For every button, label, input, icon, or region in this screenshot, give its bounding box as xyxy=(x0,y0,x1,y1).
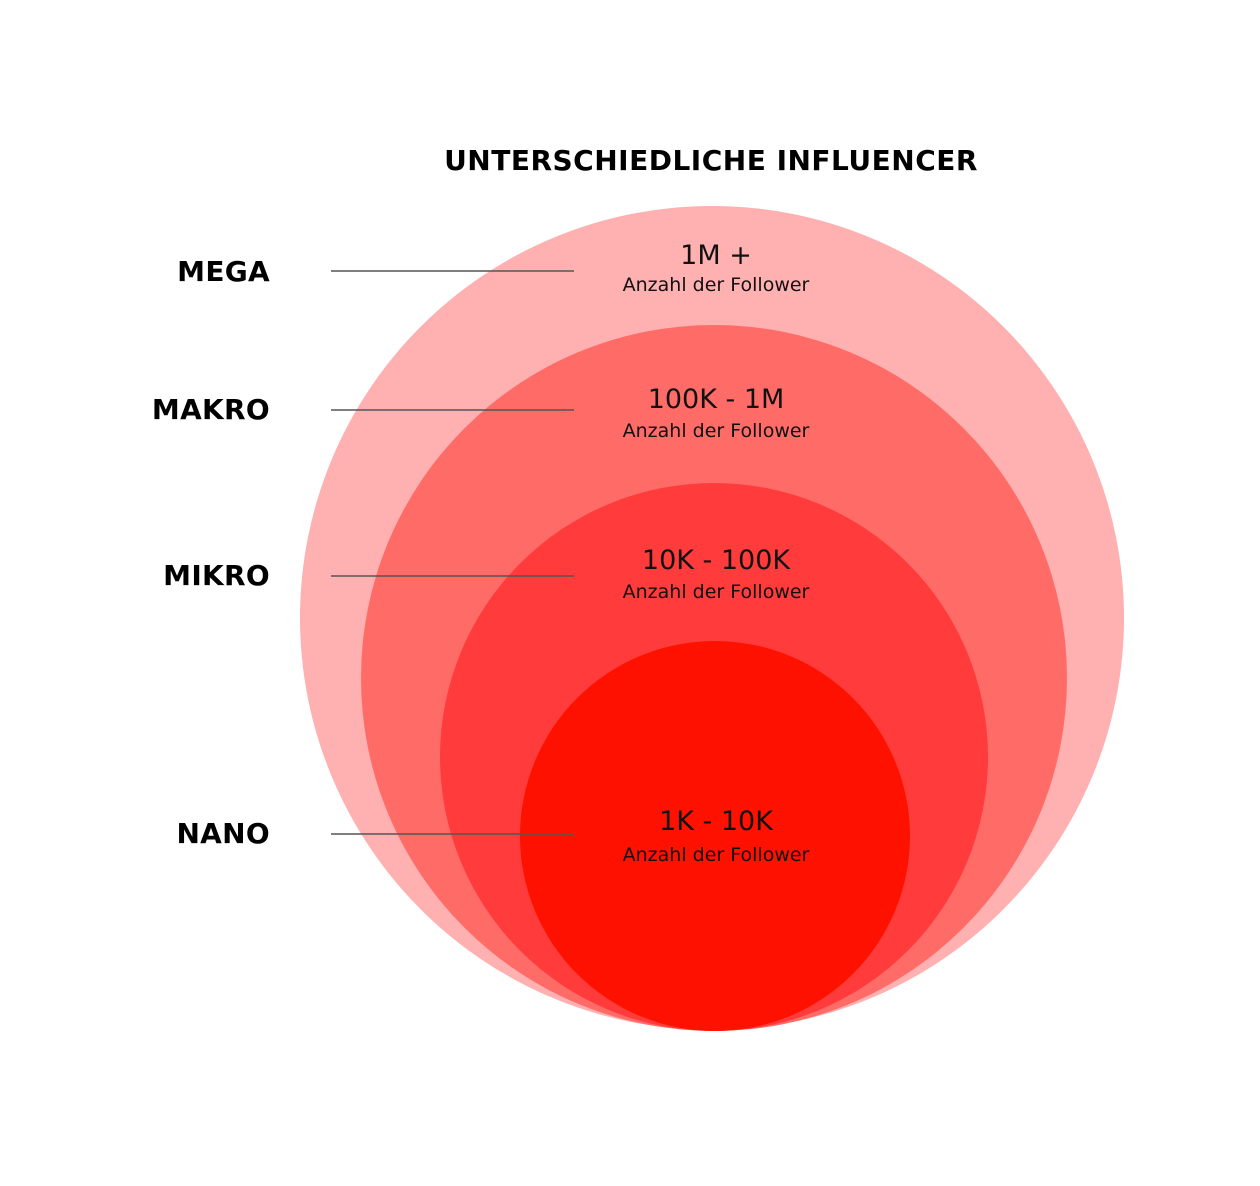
caption-nano: Anzahl der Follower xyxy=(622,844,810,866)
tier-label-mikro: MIKRO xyxy=(163,559,270,592)
range-mega: 1M + xyxy=(680,240,752,271)
caption-makro: Anzahl der Follower xyxy=(622,420,810,442)
caption-mega: Anzahl der Follower xyxy=(622,274,810,296)
range-mikro: 10K - 100K xyxy=(641,545,791,576)
caption-mikro: Anzahl der Follower xyxy=(622,581,810,603)
diagram-title: UNTERSCHIEDLICHE INFLUENCER xyxy=(444,144,978,177)
tier-label-mega: MEGA xyxy=(177,255,270,288)
tier-label-nano: NANO xyxy=(176,817,270,850)
tier-label-makro: MAKRO xyxy=(151,393,270,426)
range-makro: 100K - 1M xyxy=(647,384,785,415)
range-nano: 1K - 10K xyxy=(659,806,773,837)
circle-nano xyxy=(520,641,910,1031)
